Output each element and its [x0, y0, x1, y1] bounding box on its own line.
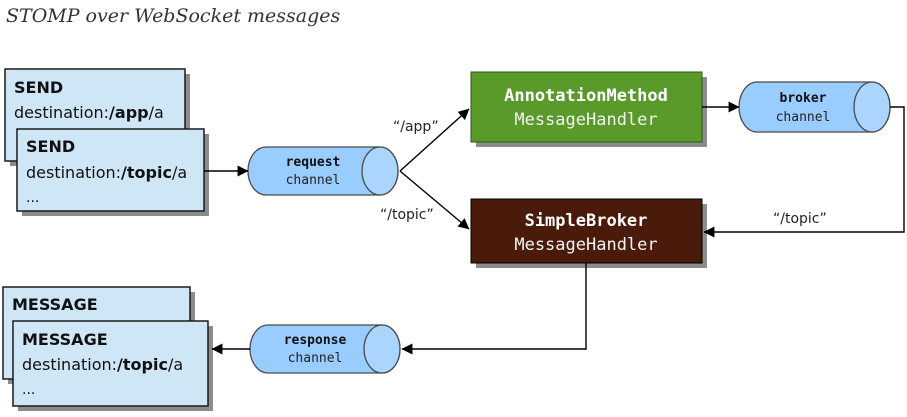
- send-front-ellipsis: ...: [26, 190, 39, 206]
- request-to-annotation-arrow: [399, 108, 470, 172]
- message-front-ellipsis: ...: [22, 382, 35, 398]
- annotation-handler-subtitle: MessageHandler: [514, 110, 657, 130]
- response-channel-sublabel: channel: [288, 351, 343, 366]
- send-front-destination: destination:/topic/a: [26, 163, 187, 182]
- send-back-destination: destination:/app/a: [14, 103, 164, 122]
- request-channel-label: request: [286, 155, 341, 170]
- request-channel-sublabel: channel: [286, 173, 341, 188]
- request-to-broker-arrow: [399, 170, 470, 230]
- message-back-command: MESSAGE: [12, 295, 98, 314]
- simple-broker-to-response-arrow: [401, 263, 587, 355]
- route-topic-label: “/topic”: [380, 207, 434, 223]
- broker-channel: broker channel: [738, 81, 891, 133]
- diagram-title: STOMP over WebSocket messages: [6, 5, 340, 27]
- simple-broker-subtitle: MessageHandler: [514, 235, 657, 255]
- broker-channel-to-simple-broker-arrow: [703, 106, 905, 238]
- simple-broker-title: SimpleBroker: [525, 211, 648, 231]
- broker-channel-sublabel: channel: [776, 110, 831, 125]
- send-message-card-front: SEND destination:/topic/a ...: [16, 128, 209, 216]
- send-back-command: SEND: [14, 78, 63, 97]
- send-message-card-back: SEND destination:/app/a: [4, 68, 190, 166]
- route-broker-topic-label: “/topic”: [773, 211, 827, 227]
- response-channel: response channel: [249, 324, 401, 374]
- send-front-command: SEND: [26, 137, 75, 156]
- message-front-destination: destination:/topic/a: [22, 355, 183, 374]
- annotation-handler-title: AnnotationMethod: [504, 86, 668, 106]
- message-front-command: MESSAGE: [22, 330, 108, 349]
- broker-channel-label: broker: [780, 91, 827, 106]
- message-card-front: MESSAGE destination:/topic/a ...: [12, 320, 213, 411]
- annotation-method-handler: AnnotationMethod MessageHandler: [470, 71, 707, 147]
- request-channel: request channel: [247, 146, 399, 196]
- simple-broker-handler: SimpleBroker MessageHandler: [470, 198, 707, 268]
- response-channel-label: response: [284, 333, 347, 348]
- route-app-label: “/app”: [393, 119, 439, 135]
